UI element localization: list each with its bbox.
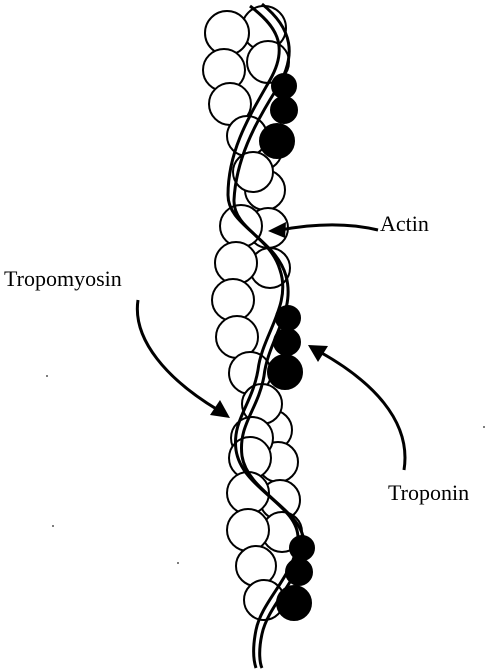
troponin-subunit xyxy=(271,97,297,123)
actin-monomer xyxy=(227,509,269,551)
troponin-subunit xyxy=(268,355,302,389)
actin-arrow xyxy=(280,225,378,230)
actin-label: Actin xyxy=(380,211,429,237)
actin-monomer xyxy=(212,279,254,321)
troponin-subunit xyxy=(277,586,311,620)
tropomyosin-arrow xyxy=(137,300,218,410)
tropomyosin-label: Tropomyosin xyxy=(4,266,122,292)
actin-monomer xyxy=(227,472,269,514)
troponin-subunit xyxy=(286,559,312,585)
actin-monomer xyxy=(215,242,257,284)
troponin-label: Troponin xyxy=(388,480,469,506)
troponin-subunit xyxy=(272,74,296,98)
troponin-subunit xyxy=(274,329,300,355)
actin-monomer xyxy=(220,205,262,247)
troponin-subunit xyxy=(260,124,294,158)
troponin-subunit xyxy=(276,306,300,330)
troponin-subunit xyxy=(290,536,314,560)
tropomyosin-arrowhead xyxy=(210,400,230,418)
troponin-arrow xyxy=(320,352,405,470)
